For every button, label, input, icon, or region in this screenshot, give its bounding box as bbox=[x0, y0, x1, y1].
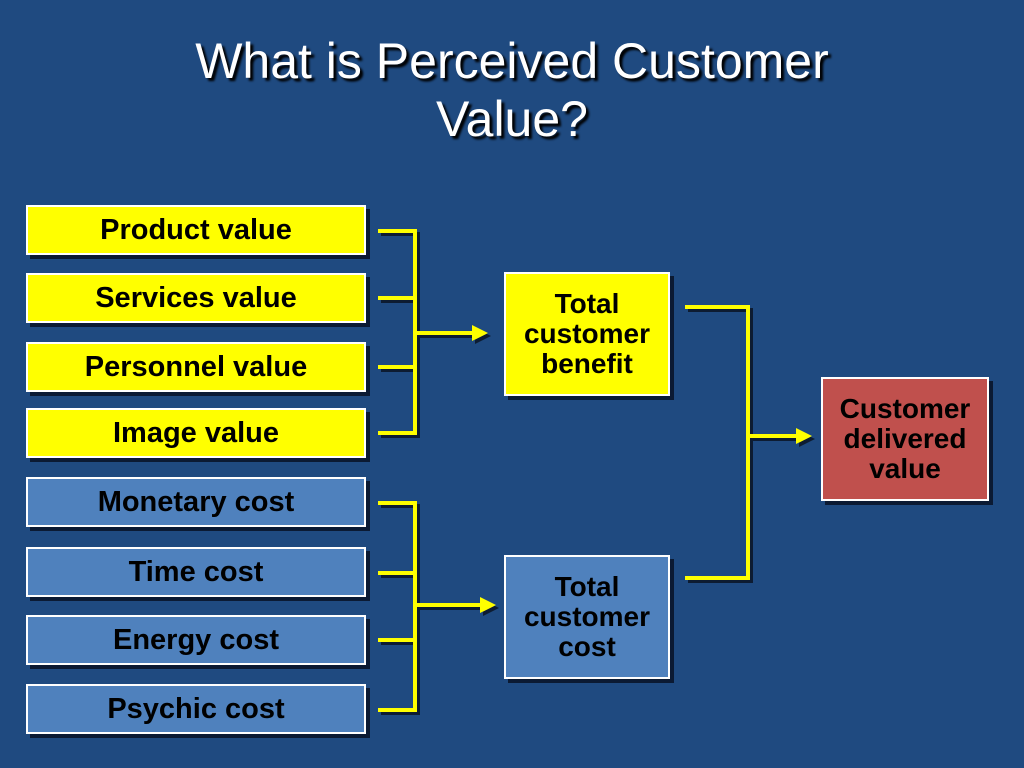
slide-title-line-1: What is Perceived Customer bbox=[195, 33, 829, 89]
total-benefit-line-2: customer bbox=[523, 318, 651, 349]
time-cost-box: Time cost bbox=[26, 547, 366, 597]
psychic-cost-box: Psychic cost bbox=[26, 684, 366, 734]
total-customer-benefit-box: Total customer benefit bbox=[504, 272, 670, 396]
time-cost-label: Time cost bbox=[128, 555, 264, 588]
total-cost-line-2: customer bbox=[523, 601, 651, 632]
monetary-cost-box: Monetary cost bbox=[26, 477, 366, 527]
product-value-box: Product value bbox=[26, 205, 366, 255]
total-customer-cost-box: Total customer cost bbox=[504, 555, 670, 679]
product-value-label: Product value bbox=[100, 213, 292, 246]
personnel-value-label: Personnel value bbox=[84, 350, 308, 383]
energy-cost-label: Energy cost bbox=[113, 623, 279, 656]
total-cost-line-3: cost bbox=[558, 631, 616, 662]
total-bracket bbox=[685, 305, 750, 580]
total-benefit-line-1: Total bbox=[554, 288, 620, 319]
image-value-box: Image value bbox=[26, 408, 366, 458]
services-value-label: Services value bbox=[95, 281, 297, 314]
personnel-value-box: Personnel value bbox=[26, 342, 366, 392]
energy-cost-box: Energy cost bbox=[26, 615, 366, 665]
customer-delivered-value-box: Customer delivered value bbox=[821, 377, 989, 501]
slide-title: What is Perceived Customer Value? bbox=[0, 32, 1024, 148]
cost-bracket bbox=[378, 501, 417, 712]
delivered-value-line-1: Customer bbox=[839, 393, 971, 424]
total-benefit-line-3: benefit bbox=[541, 348, 633, 379]
slide-title-line-2: Value? bbox=[436, 91, 588, 147]
benefit-bracket bbox=[378, 229, 417, 435]
services-value-box: Services value bbox=[26, 273, 366, 323]
delivered-value-line-2: delivered bbox=[843, 423, 967, 454]
total-cost-line-1: Total bbox=[554, 571, 620, 602]
monetary-cost-label: Monetary cost bbox=[97, 485, 295, 518]
image-value-label: Image value bbox=[112, 416, 280, 449]
psychic-cost-label: Psychic cost bbox=[107, 692, 285, 725]
delivered-value-line-3: value bbox=[869, 453, 941, 484]
